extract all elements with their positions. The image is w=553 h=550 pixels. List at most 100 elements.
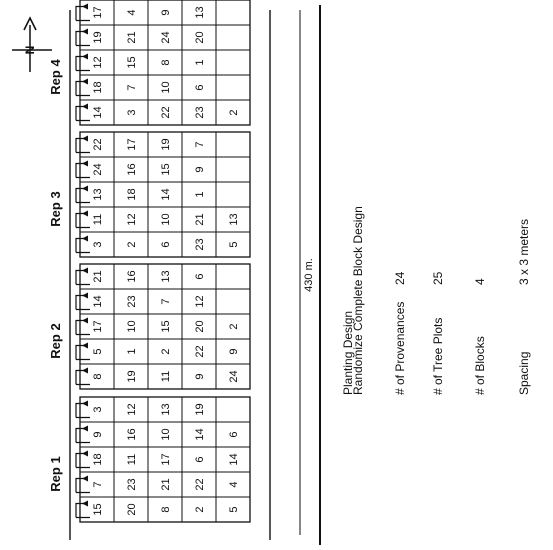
plot-number: 11 bbox=[92, 214, 104, 225]
plot-number: 14 bbox=[92, 106, 104, 118]
plot-number: 10 bbox=[160, 428, 172, 440]
info-value: 25 bbox=[431, 271, 445, 285]
arrow-head-icon bbox=[82, 342, 88, 349]
plot-number: 20 bbox=[194, 320, 206, 332]
plot-number: 8 bbox=[92, 373, 104, 379]
plot-number: 10 bbox=[160, 213, 172, 225]
plot-number: 13 bbox=[194, 6, 206, 18]
plot-number: 21 bbox=[92, 270, 104, 282]
plot-number: 18 bbox=[126, 188, 138, 200]
plot-number: 16 bbox=[126, 428, 138, 440]
plot-number: 1 bbox=[194, 59, 206, 65]
info-label: # of Blocks bbox=[473, 336, 487, 395]
plot-number: 16 bbox=[126, 163, 138, 175]
plot-number: 13 bbox=[160, 270, 172, 282]
plot-number: 16 bbox=[126, 270, 138, 282]
arrow-head-icon bbox=[82, 500, 88, 507]
plot-number: 2 bbox=[160, 348, 172, 354]
plot-number: 17 bbox=[160, 453, 172, 465]
info-value: 24 bbox=[393, 271, 407, 285]
arrow-head-icon bbox=[82, 400, 88, 407]
plot-number: 12 bbox=[92, 56, 104, 68]
plot-number: 17 bbox=[126, 138, 138, 150]
plot-number: 13 bbox=[160, 403, 172, 415]
plot-number: 5 bbox=[228, 506, 240, 512]
plot-number: 20 bbox=[126, 503, 138, 515]
plot-number: 19 bbox=[92, 31, 104, 43]
plot-number: 6 bbox=[194, 456, 206, 462]
plot-number: 14 bbox=[92, 295, 104, 307]
plot-number: 23 bbox=[194, 238, 206, 250]
north-label: N bbox=[23, 46, 37, 55]
plot-number: 22 bbox=[194, 478, 206, 490]
plot-number: 19 bbox=[194, 403, 206, 415]
plot-number: 7 bbox=[92, 481, 104, 487]
plot-number: 9 bbox=[228, 348, 240, 354]
arrow-head-icon bbox=[82, 28, 88, 35]
info-label: Planting Design bbox=[341, 311, 355, 395]
plot-number: 13 bbox=[92, 188, 104, 200]
plot-number: 12 bbox=[126, 403, 138, 415]
plot-number: 15 bbox=[92, 503, 104, 515]
rep-label: Rep 2 bbox=[48, 323, 63, 358]
plot-number: 5 bbox=[228, 241, 240, 247]
arrow-head-icon bbox=[82, 475, 88, 482]
plot-number: 2 bbox=[194, 506, 206, 512]
arrow-head-icon bbox=[82, 267, 88, 274]
plot-number: 22 bbox=[92, 138, 104, 150]
design-title: Randomize Complete Block Design bbox=[351, 206, 365, 395]
plot-number: 19 bbox=[126, 370, 138, 382]
rep-label: Rep 3 bbox=[48, 191, 63, 226]
arrow-head-icon bbox=[82, 53, 88, 60]
plot-number: 1 bbox=[194, 191, 206, 197]
arrow-head-icon bbox=[82, 450, 88, 457]
plot-number: 8 bbox=[160, 506, 172, 512]
arrow-head-icon bbox=[82, 3, 88, 10]
plot-number: 15 bbox=[160, 163, 172, 175]
arrow-head-icon bbox=[82, 367, 88, 374]
info-label: # of Tree Plots bbox=[431, 318, 445, 395]
plot-number: 7 bbox=[160, 298, 172, 304]
plot-number: 6 bbox=[194, 273, 206, 279]
plot-number: 23 bbox=[194, 106, 206, 118]
plot-number: 14 bbox=[228, 453, 240, 465]
plot-number: 8 bbox=[160, 59, 172, 65]
plot-number: 11 bbox=[126, 454, 138, 465]
plot-number: 12 bbox=[194, 295, 206, 307]
plot-number: 10 bbox=[160, 81, 172, 93]
plot-number: 9 bbox=[160, 9, 172, 15]
arrow-head-icon bbox=[82, 317, 88, 324]
plot-number: 6 bbox=[160, 241, 172, 247]
plot-number: 11 bbox=[160, 371, 172, 382]
plot-number: 4 bbox=[126, 9, 138, 15]
plot-number: 3 bbox=[92, 406, 104, 412]
info-label: Spacing bbox=[517, 352, 531, 395]
plot-number: 9 bbox=[92, 431, 104, 437]
arrow-head-icon bbox=[82, 235, 88, 242]
plot-number: 12 bbox=[126, 213, 138, 225]
plot-number: 13 bbox=[228, 213, 240, 225]
plot-number: 6 bbox=[228, 431, 240, 437]
plot-number: 7 bbox=[194, 141, 206, 147]
plot-number: 14 bbox=[194, 428, 206, 440]
plot-number: 3 bbox=[126, 109, 138, 115]
plot-number: 3 bbox=[92, 241, 104, 247]
rep-label: Rep 4 bbox=[48, 59, 63, 95]
plot-number: 2 bbox=[126, 241, 138, 247]
plot-number: 21 bbox=[160, 478, 172, 490]
north-compass-icon: N bbox=[12, 16, 52, 72]
plot-number: 18 bbox=[92, 81, 104, 93]
plot-number: 4 bbox=[228, 481, 240, 487]
plot-number: 17 bbox=[92, 320, 104, 332]
plot-number: 21 bbox=[126, 31, 138, 43]
dimension-label: 430 m. bbox=[303, 258, 315, 292]
plot-number: 2 bbox=[228, 109, 240, 115]
plot-number: 21 bbox=[194, 213, 206, 225]
plot-number: 15 bbox=[160, 320, 172, 332]
